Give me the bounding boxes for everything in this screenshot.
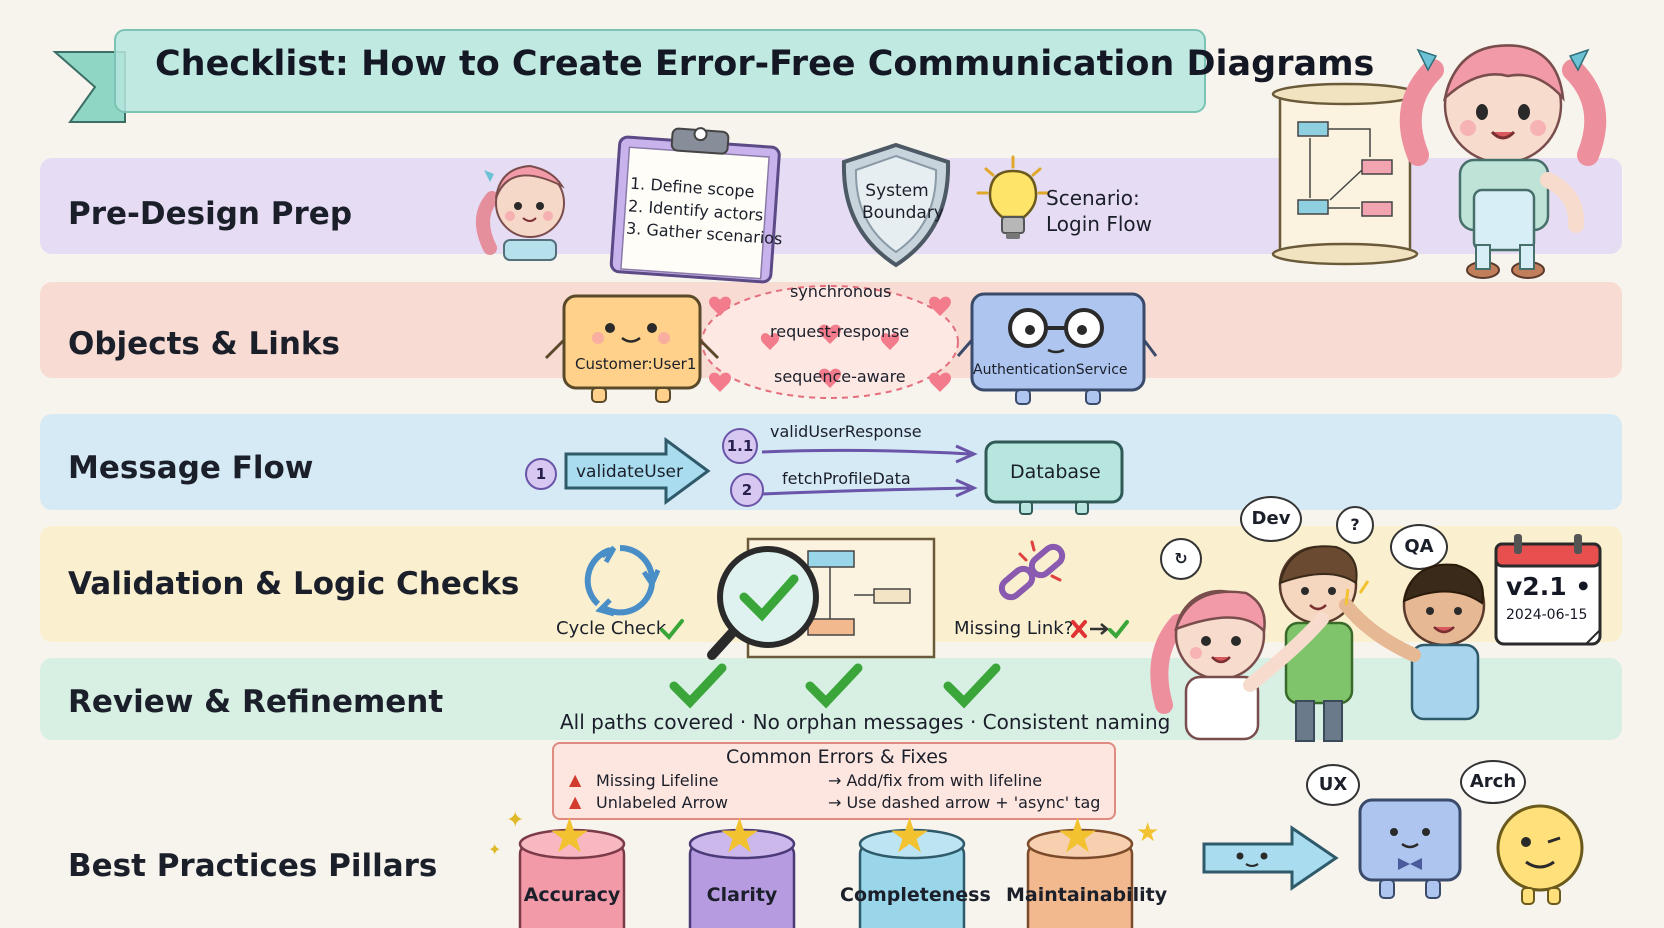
link-label: request-response — [770, 322, 910, 341]
shield-label: System Boundary — [862, 181, 944, 223]
band-label-pillars: Best Practices Pillars — [68, 848, 438, 884]
band-label-review: Review & Refinement — [68, 684, 444, 720]
database-object-icon — [984, 440, 1124, 515]
scroll-diagram-icon — [1271, 82, 1419, 266]
fix-item: → Use dashed arrow + 'async' tag — [828, 793, 1101, 812]
fix-arrow-icon — [1071, 620, 1129, 640]
auth-service-object-icon — [956, 292, 1158, 405]
message-label: fetchProfileData — [782, 469, 911, 488]
error-item: Unlabeled Arrow — [596, 793, 728, 812]
star-icon: ★ — [548, 808, 592, 864]
message-arrows — [761, 444, 978, 498]
broken-link-icon — [998, 540, 1066, 601]
message-label: validUserResponse — [770, 422, 922, 441]
band-label-pre-design: Pre-Design Prep — [68, 196, 353, 232]
checkmark-icon — [805, 663, 863, 709]
sparkle-icon: ✦ — [506, 808, 525, 833]
database-label: Database — [1010, 461, 1101, 483]
speech-bubble-dev: Dev — [1240, 496, 1302, 542]
message-label: validateUser — [576, 462, 684, 482]
star-icon: ★ — [1136, 818, 1160, 848]
review-summary: All paths covered · No orphan messages ·… — [560, 710, 1171, 734]
page-title: Checklist: How to Create Error-Free Comm… — [155, 44, 1375, 84]
smiley-character-icon — [1496, 804, 1584, 905]
errors-box — [552, 742, 1116, 820]
scenario-label: Scenario: Login Flow — [1046, 186, 1152, 236]
magnifier-check-icon — [707, 537, 936, 660]
warning-icon: ▲ — [569, 770, 582, 789]
link-label: sequence-aware — [774, 367, 906, 386]
errors-title: Common Errors & Fixes — [726, 746, 948, 768]
speech-bubble-refresh: ↻ — [1160, 538, 1202, 580]
team-characters-icon — [1150, 545, 1486, 742]
customer-object-label: Customer:User1 — [575, 355, 697, 373]
cycle-icon — [584, 545, 661, 617]
girl-holding-scroll-icon — [1399, 44, 1607, 279]
sparkle-icon: ✦ — [488, 840, 502, 859]
arrow-character-icon — [1202, 825, 1339, 891]
pillar-accuracy — [518, 828, 626, 928]
pillar-maintainability — [1026, 828, 1134, 928]
validate-user-arrow — [564, 437, 711, 505]
band-label-message-flow: Message Flow — [68, 450, 314, 486]
pillar-clarity — [688, 828, 796, 928]
calendar-icon — [1494, 534, 1602, 646]
warning-icon: ▲ — [569, 792, 582, 811]
link-label: synchronous — [790, 282, 892, 301]
customer-object-icon — [544, 294, 720, 403]
auth-service-object-label: AuthenticationService — [973, 362, 1128, 378]
missing-link-label: Missing Link? — [954, 618, 1074, 639]
pillar-label: Accuracy — [523, 884, 621, 906]
message-number-badge: 1.1 — [722, 428, 758, 464]
title-banner — [52, 29, 1206, 123]
speech-bubble-ux: UX — [1306, 764, 1360, 806]
shield-icon — [841, 142, 951, 268]
lightbulb-icon — [976, 155, 1050, 239]
band-label-validation: Validation & Logic Checks — [68, 566, 520, 602]
cycle-check-label: Cycle Check — [556, 618, 667, 639]
checkmark-icon — [943, 663, 1001, 709]
fix-item: → Add/fix from with lifeline — [828, 771, 1043, 790]
message-number-badge: 1 — [525, 458, 557, 490]
speech-bubble-arch: Arch — [1460, 760, 1526, 804]
checkmark-icon — [660, 619, 684, 640]
star-icon: ★ — [718, 808, 762, 864]
pillar-label: Clarity — [706, 884, 778, 906]
star-icon: ★ — [888, 808, 932, 864]
speech-bubble-question: ? — [1336, 506, 1374, 544]
checkmark-icon — [669, 663, 727, 709]
pillar-completeness — [858, 828, 966, 928]
speech-bubble-qa: QA — [1390, 524, 1448, 570]
box-character-icon — [1358, 798, 1462, 899]
error-item: Missing Lifeline — [596, 771, 719, 790]
calendar-version: v2.1 • — [1506, 572, 1592, 601]
pillar-label: Maintainability — [1006, 884, 1168, 906]
band-message-flow — [40, 414, 1622, 510]
girl-character-icon — [476, 164, 565, 261]
star-icon: ★ — [1056, 808, 1100, 864]
pillar-label: Completeness — [840, 884, 991, 906]
calendar-date: 2024-06-15 — [1506, 607, 1588, 623]
clipboard-icon — [609, 127, 781, 284]
message-number-badge: 2 — [730, 473, 764, 507]
band-label-objects: Objects & Links — [68, 326, 340, 362]
